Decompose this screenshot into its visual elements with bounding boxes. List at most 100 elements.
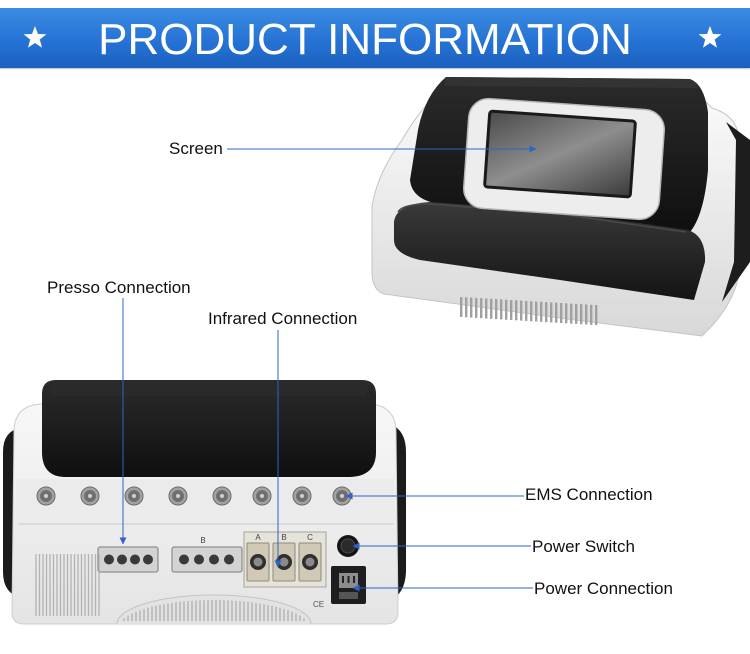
power-switch-button (340, 538, 356, 554)
presso-port (104, 554, 114, 565)
rear-top-cover-ridge (52, 381, 366, 396)
port-block-b-plate (171, 546, 243, 573)
presso-port (130, 554, 140, 565)
device-rear-view: B A B C (3, 380, 406, 625)
front-vent-slot (510, 300, 513, 320)
rear-top-cover (42, 380, 376, 477)
front-vent-slot (515, 300, 518, 321)
ems-port-pin (220, 494, 224, 498)
front-vent-slot (505, 299, 508, 320)
front-vent-slot (565, 303, 568, 324)
ems-port-pin (300, 494, 304, 498)
ems-port-pin (260, 494, 264, 498)
port-b-socket (194, 554, 204, 565)
power-connection-label: Power Connection (534, 579, 673, 598)
star-icon-shape (698, 26, 722, 48)
device-front-view (371, 77, 750, 337)
screen-label: Screen (169, 139, 223, 158)
front-vent-slot (585, 304, 588, 325)
star-icon (698, 26, 722, 48)
power-socket-pin (342, 576, 344, 583)
front-vent-slot (530, 301, 533, 322)
front-vent-slot (495, 299, 498, 320)
device-front-lip-edge (397, 203, 687, 233)
power-socket-pin (347, 576, 350, 583)
socket-label-b: B (281, 533, 286, 542)
rear-bottom-vent-slots (123, 600, 305, 621)
ems-port (332, 486, 352, 506)
callout-lines (119, 145, 537, 592)
front-vent-slot (490, 298, 493, 319)
ems-port (212, 486, 232, 506)
ems-port (252, 486, 272, 506)
front-vent-grille (460, 297, 598, 326)
front-vent-slot (525, 300, 528, 321)
front-vent-slot (560, 303, 563, 323)
front-vent-slot (485, 298, 488, 319)
ems-port (292, 486, 312, 506)
front-vent-slot (550, 302, 553, 323)
port-block-b: B (171, 536, 243, 573)
front-vent-slot (545, 302, 548, 323)
socket-label-c: C (307, 533, 313, 542)
rear-bottom-vent-arc (116, 594, 312, 625)
infrared-connector-core (253, 557, 263, 567)
device-hood-highlight (444, 77, 698, 88)
port-b-socket (209, 554, 219, 565)
title-banner: PRODUCT INFORMATION (0, 8, 750, 68)
front-vent-slot (580, 304, 583, 325)
presso-port (117, 554, 127, 565)
front-vent-slot (575, 303, 578, 324)
presso-port-block (97, 546, 159, 573)
ems-port-pin (88, 494, 92, 498)
port-b-socket (179, 554, 189, 565)
ems-port-pin (132, 494, 136, 498)
star-icon (23, 26, 47, 48)
front-vent-slot (475, 297, 478, 318)
presso-connection-label: Presso Connection (47, 278, 191, 297)
rear-port-strip (16, 479, 394, 523)
front-vent-slot (465, 297, 468, 318)
socket-label-a: A (255, 533, 261, 542)
presso-port (143, 554, 153, 565)
star-icon-shape (23, 26, 47, 48)
power-switch-label: Power Switch (532, 537, 635, 556)
ems-port-row (36, 486, 352, 506)
ems-port-pin (44, 494, 48, 498)
ems-port (168, 486, 188, 506)
port-block-b-label: B (200, 536, 205, 545)
device-side-handle (722, 122, 750, 302)
device-front-lip (394, 202, 706, 300)
power-socket-pin (353, 576, 355, 583)
front-vent-slot (520, 300, 523, 321)
fuse-drawer (339, 592, 358, 599)
front-vent-slot (535, 301, 538, 322)
front-vent-slot (540, 301, 543, 322)
power-connection-socket (331, 566, 366, 604)
infrared-connector-core (279, 557, 289, 567)
ems-port-pin (176, 494, 180, 498)
port-b-socket (224, 554, 234, 565)
front-vent-slot (460, 297, 463, 317)
front-vent-slot (555, 302, 558, 323)
front-vent-slot (570, 303, 573, 324)
front-vent-slot (480, 298, 483, 319)
ems-connection-label: EMS Connection (525, 485, 653, 504)
infrared-connector-core (305, 557, 315, 567)
ems-port (124, 486, 144, 506)
banner-title: PRODUCT INFORMATION (98, 15, 632, 64)
front-vent-slot (470, 297, 473, 318)
ems-port (36, 486, 56, 506)
front-vent-slot (590, 304, 593, 325)
ems-port-pin (340, 494, 344, 498)
presso-port-plate (97, 546, 159, 573)
certification-mark: CE (313, 600, 324, 609)
infrared-connection-label: Infrared Connection (208, 309, 358, 328)
rear-vent-grille (35, 554, 100, 616)
front-vent-slot (500, 299, 503, 320)
ems-port (80, 486, 100, 506)
front-vent-slot (595, 305, 598, 326)
touch-screen (483, 109, 637, 199)
